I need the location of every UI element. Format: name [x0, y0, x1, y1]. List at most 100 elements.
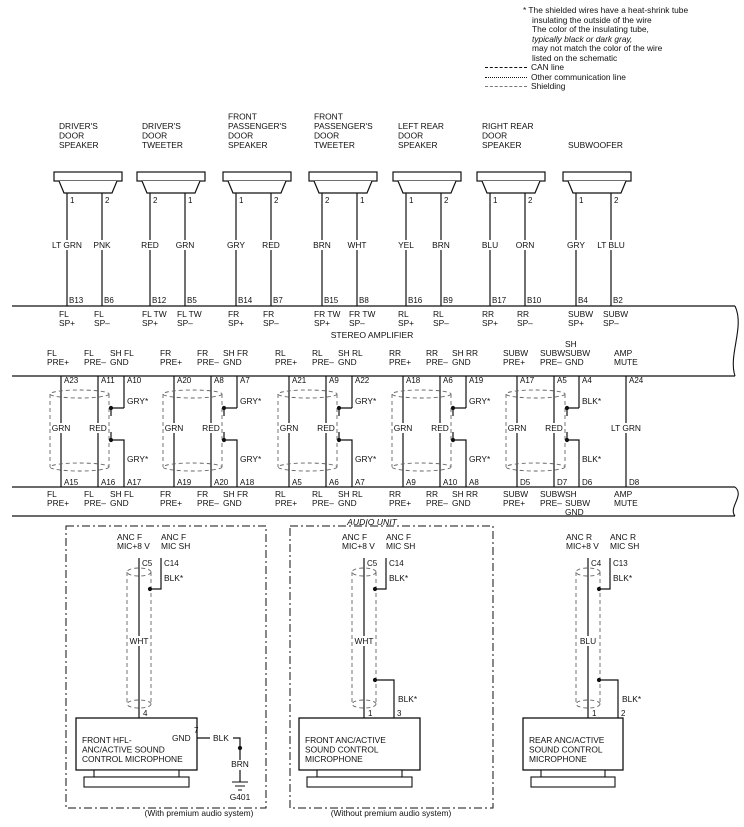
amp-terminal: A10 — [127, 376, 142, 385]
audio-unit-terminal: A16 — [101, 478, 116, 487]
amp-pin-label: SP– — [94, 318, 110, 328]
audio-unit-terminal: A20 — [214, 478, 229, 487]
audio-unit-terminal: A7 — [355, 478, 365, 487]
mic-pin-label: MIC SH — [161, 541, 190, 551]
amp-terminal: A20 — [177, 376, 192, 385]
speaker-name: TWEETER — [142, 140, 183, 150]
wire-color-label: RED — [431, 423, 449, 433]
shield-tube-end — [505, 389, 566, 399]
wire-color-label: GRN — [176, 240, 195, 250]
au-pin-label: PRE+ — [160, 498, 182, 508]
wire-color-label: WHT — [347, 240, 366, 250]
shield-wire-label: BLK* — [389, 573, 409, 583]
au-pin-label: RR — [389, 489, 401, 499]
pre-pin-label: PRE+ — [503, 357, 525, 367]
microphone-base — [540, 769, 606, 778]
mic-pin-label: ANC R — [566, 532, 592, 542]
mic-gnd-label: GND — [172, 733, 191, 743]
splice-dot — [372, 586, 378, 592]
amp-terminal: B7 — [273, 296, 283, 305]
mic-shield-tube — [575, 572, 601, 704]
microphone-base — [93, 769, 180, 778]
au-pin-label: PRE+ — [503, 498, 525, 508]
label-backing — [174, 240, 196, 250]
splice-dot — [221, 405, 227, 411]
amp-terminal: B17 — [492, 296, 507, 305]
label-backing — [506, 423, 528, 433]
shield-tube-end — [49, 462, 110, 472]
speaker-name: SUBWOOFER — [568, 140, 623, 150]
speaker-name: DOOR — [482, 131, 507, 141]
amp-terminal: A4 — [582, 376, 592, 385]
au-pin-label: SUBW — [565, 498, 590, 508]
wire-color-label: BLU — [482, 240, 498, 250]
label-backing — [431, 240, 451, 250]
audio-unit-terminal: C14 — [164, 559, 179, 568]
pre-pin-label: GND — [565, 357, 584, 367]
mic-pin-label: ANC F — [342, 532, 367, 542]
label-backing — [128, 636, 150, 646]
speaker-name: DOOR — [314, 131, 339, 141]
legend-can-line: CAN line — [485, 62, 626, 73]
audio-unit-box — [12, 486, 735, 517]
speaker-name: SPEAKER — [228, 140, 268, 150]
label-backing — [226, 240, 247, 250]
comm-line-swatch — [485, 76, 527, 78]
amp-pin-label: RR — [482, 309, 494, 319]
shield-wire-label: GRY* — [355, 396, 377, 406]
microphone-base — [306, 776, 413, 788]
note-line: The color of the insulating tube, — [532, 24, 649, 35]
shield-wire-label: GRY* — [127, 454, 149, 464]
shield-wire-label: GRY* — [469, 454, 491, 464]
au-pin-label: AMP — [614, 489, 633, 499]
amp-terminal: A7 — [240, 376, 250, 385]
speaker-body — [567, 180, 627, 194]
pre-shield-tube — [505, 394, 566, 467]
note-line: listed on the schematic — [532, 52, 618, 63]
au-pin-label: FR — [160, 489, 171, 499]
shield-wire-label: GRY* — [240, 454, 262, 464]
amp-pin-label: SP– — [433, 318, 449, 328]
speaker-pin: 2 — [614, 196, 619, 205]
speaker-name: PASSENGER'S — [228, 121, 287, 131]
shield-drain-wire — [452, 432, 467, 487]
pre-pin-label: RR — [426, 348, 438, 358]
shield-drain-wire — [599, 558, 611, 590]
mic-pin: 2 — [621, 709, 626, 718]
speaker-name: LEFT REAR — [398, 121, 444, 131]
legend-other-comm-line: Other communication line — [485, 72, 626, 83]
amp-terminal: A19 — [469, 376, 484, 385]
amp-pin-label: SUBW — [568, 309, 593, 319]
label-backing — [140, 240, 160, 250]
wire-color-label: RED — [89, 423, 107, 433]
shield-drain-wire — [566, 376, 580, 416]
amp-terminal: A9 — [329, 376, 339, 385]
speaker-body — [58, 180, 118, 194]
au-pin-label: SH RL — [338, 489, 363, 499]
amp-mute-label: MUTE — [614, 357, 638, 367]
shield-drain-wire — [375, 679, 395, 718]
amp-pin-label: SP– — [517, 318, 533, 328]
pre-pin-label: SUBW — [540, 348, 565, 358]
wire-color-label: BRN — [432, 240, 450, 250]
speaker-body — [313, 180, 373, 194]
amp-mute-label: AMP — [614, 348, 633, 358]
pre-pin-label: PRE+ — [275, 357, 297, 367]
speaker-body — [141, 180, 201, 194]
amp-terminal: A6 — [443, 376, 453, 385]
ground-wire-color: BLK — [213, 733, 229, 743]
amp-terminal: B8 — [359, 296, 369, 305]
shield-drain-wire — [566, 432, 580, 487]
shield-tube-end — [391, 389, 452, 399]
speaker-name: PASSENGER'S — [314, 121, 373, 131]
wire-color-label: YEL — [398, 240, 414, 250]
label-backing — [51, 240, 83, 250]
label-backing — [88, 423, 108, 433]
shield-tube-end — [126, 567, 152, 577]
amp-terminal: A24 — [629, 376, 644, 385]
microphone-box — [522, 717, 624, 771]
amp-pin-label: FL TW — [142, 309, 167, 319]
wire-color-label: RED — [141, 240, 159, 250]
pre-shield-tube — [391, 394, 452, 467]
wire-color-label: LT GRN — [52, 240, 82, 250]
